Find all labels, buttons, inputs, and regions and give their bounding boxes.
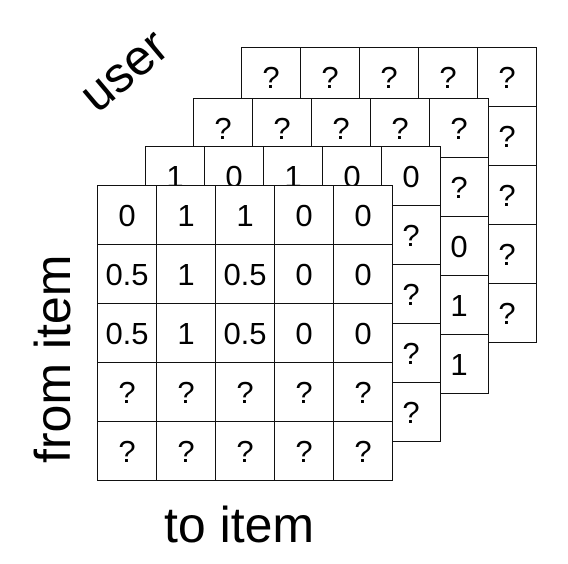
matrix-cell: 1 xyxy=(157,186,216,245)
matrix-cell: 0 xyxy=(334,304,393,363)
matrix-cell: ? xyxy=(98,422,157,481)
matrix-cell: 0 xyxy=(98,186,157,245)
matrix-cell: 1 xyxy=(157,245,216,304)
from-item-axis-label: from item xyxy=(25,254,81,463)
matrix-cell: 0 xyxy=(275,245,334,304)
matrix-cell: 0 xyxy=(334,186,393,245)
to-item-axis-label: to item xyxy=(164,497,315,553)
matrix-cell: 0.5 xyxy=(98,245,157,304)
matrix-cell: ? xyxy=(275,363,334,422)
matrix-cell: ? xyxy=(157,422,216,481)
matrix-cell: ? xyxy=(157,363,216,422)
matrix-cell: 0.5 xyxy=(98,304,157,363)
matrix-cell: ? xyxy=(478,48,537,107)
matrix-cell: 0 xyxy=(275,304,334,363)
matrix-cell: ? xyxy=(334,422,393,481)
matrix-cell: 0.5 xyxy=(216,245,275,304)
matrix-cell: 0 xyxy=(275,186,334,245)
matrix-cell: ? xyxy=(334,363,393,422)
user-axis-label: user xyxy=(68,17,179,123)
matrix-cell: ? xyxy=(275,422,334,481)
matrix-cell: ? xyxy=(98,363,157,422)
matrix-cell: ? xyxy=(216,363,275,422)
matrix-cell: ? xyxy=(242,48,301,107)
matrix-cell: 0.5 xyxy=(216,304,275,363)
matrix-cell: 0 xyxy=(334,245,393,304)
matrix-cell: 1 xyxy=(157,304,216,363)
matrix-cell: ? xyxy=(216,422,275,481)
matrix-cell: ? xyxy=(360,48,419,107)
matrix-cell: 1 xyxy=(216,186,275,245)
